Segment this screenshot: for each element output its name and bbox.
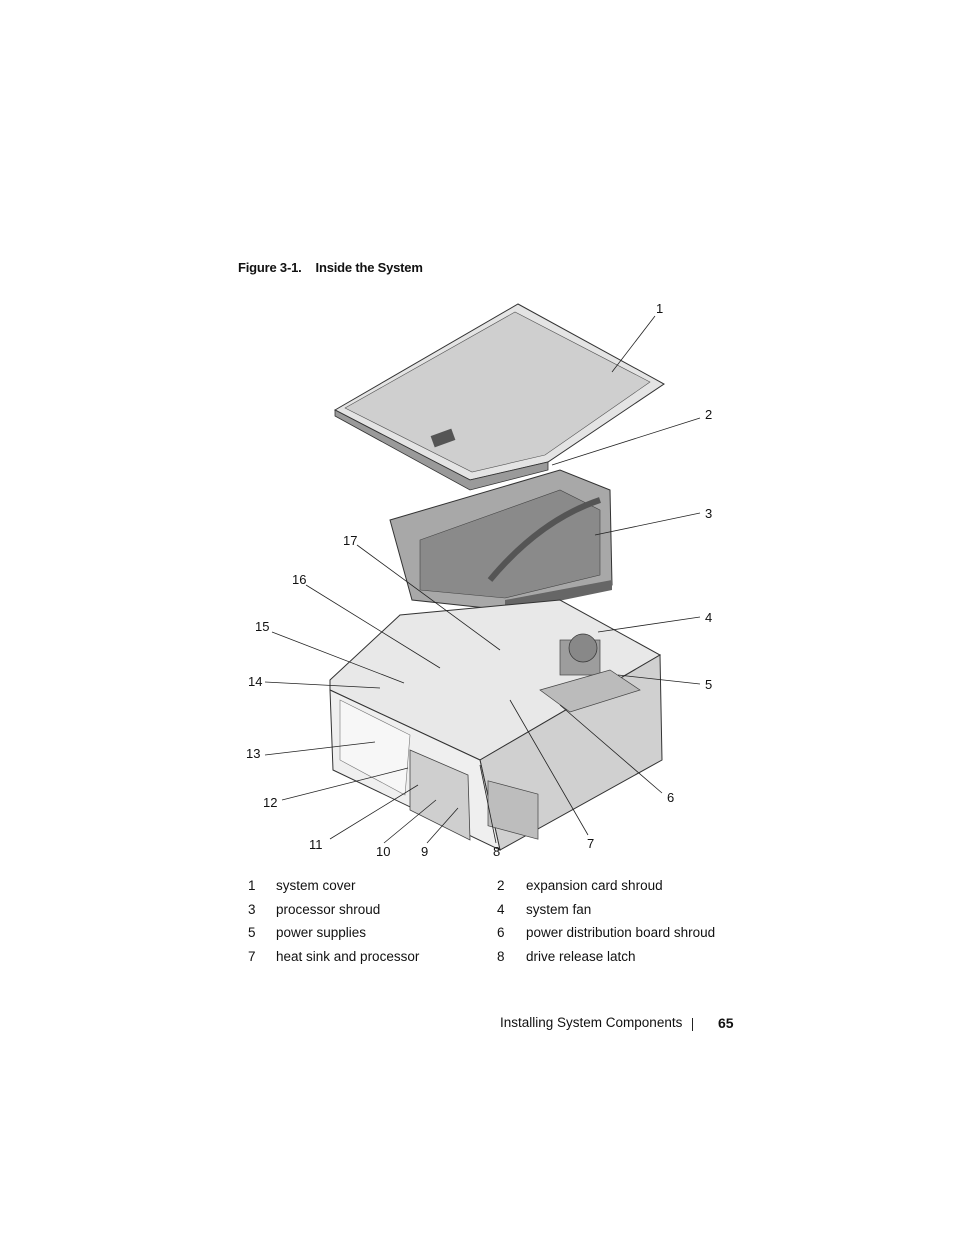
callout-13: 13 (246, 746, 260, 761)
legend-number: 6 (497, 925, 505, 940)
callout-7: 7 (587, 836, 594, 851)
callout-17: 17 (343, 533, 357, 548)
callout-5: 5 (705, 677, 712, 692)
chassis-drawing (329, 599, 663, 851)
callout-11: 11 (309, 837, 323, 852)
callout-6: 6 (667, 790, 674, 805)
legend-label: processor shroud (276, 901, 381, 917)
legend-number: 4 (497, 901, 505, 917)
legend-label: drive release latch (526, 948, 636, 964)
page-number: 65 (718, 1015, 734, 1031)
legend-label: system fan (526, 901, 592, 917)
callout-9: 9 (421, 844, 428, 859)
legend-table: 1 system cover 2 expansion card shroud 3… (240, 878, 740, 972)
legend-label: heat sink and processor (276, 948, 420, 964)
callout-2: 2 (705, 407, 712, 422)
shroud-assembly-drawing (389, 469, 613, 612)
figure-number: Figure 3-1. (238, 260, 302, 275)
legend-row: 1 system cover 2 expansion card shroud (240, 878, 740, 902)
legend-number: 7 (248, 948, 256, 964)
callout-10: 10 (376, 844, 390, 859)
footer-divider (692, 1018, 693, 1031)
callout-12: 12 (263, 795, 277, 810)
callout-16: 16 (292, 572, 306, 587)
footer-section-title: Installing System Components (500, 1015, 683, 1030)
callout-1: 1 (656, 301, 663, 316)
system-cover-drawing (333, 303, 665, 491)
legend-number: 3 (248, 901, 256, 917)
legend-number: 1 (248, 878, 256, 893)
legend-number: 8 (497, 948, 505, 964)
legend-number: 2 (497, 878, 505, 893)
callout-8: 8 (493, 844, 500, 859)
legend-label: system cover (276, 878, 356, 893)
callout-3: 3 (705, 506, 712, 521)
figure-caption: Inside the System (315, 260, 423, 275)
callout-15: 15 (255, 619, 269, 634)
legend-label: expansion card shroud (526, 878, 663, 893)
legend-label: power supplies (276, 925, 367, 940)
callout-14: 14 (248, 674, 262, 689)
legend-label: power distribution board shroud (526, 925, 716, 940)
legend-row: 7 heat sink and processor 8 drive releas… (240, 949, 740, 973)
callout-4: 4 (705, 610, 712, 625)
figure-title: Figure 3-1. Inside the System (238, 260, 423, 275)
leader-lines (264, 315, 701, 844)
legend-row: 3 processor shroud 4 system fan (240, 902, 740, 926)
legend-number: 5 (248, 925, 256, 940)
legend-row: 5 power supplies 6 power distribution bo… (240, 925, 740, 949)
